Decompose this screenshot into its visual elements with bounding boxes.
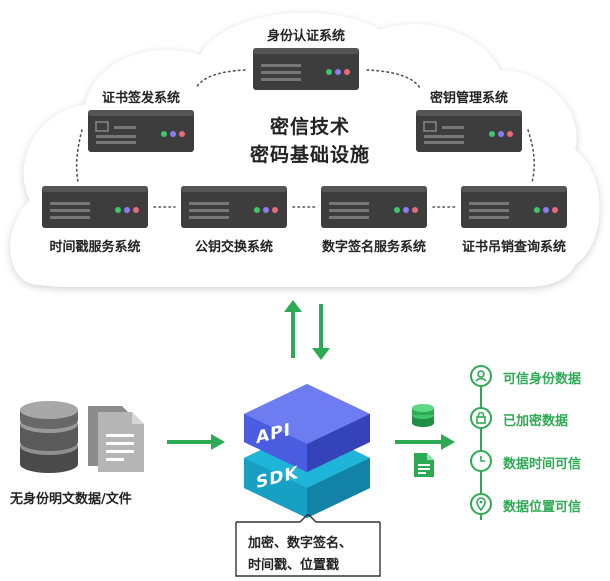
output-arrow: [395, 434, 455, 450]
green-database-icon: [412, 404, 434, 427]
key-mgmt-system-label: 密钥管理系统: [429, 91, 508, 106]
identity-system-label: 身份认证系统: [266, 29, 345, 44]
output-label-encrypted: 已加密数据: [503, 414, 569, 429]
functions-line1: 加密、数字签名、: [248, 536, 353, 551]
api-sdk-stack: [244, 384, 370, 518]
cloud-title-line2: 密码基础设施: [249, 144, 370, 166]
output-label-trusted-identity: 可信身份数据: [503, 372, 582, 387]
digital-sign-system-label: 数字签名服务系统: [321, 240, 426, 255]
key-exchange-system-label: 公钥交换系统: [194, 240, 273, 255]
server-connectors: [75, 69, 536, 208]
timestamp-system-label: 时间戳服务系统: [49, 240, 141, 255]
lock-icon: [470, 407, 492, 429]
identity-server-icon: [253, 48, 359, 90]
input-arrow: [167, 434, 225, 450]
key-exchange-server-icon: [181, 186, 287, 228]
outputs-timeline-line: [480, 370, 482, 520]
key-mgmt-server-icon: [416, 110, 522, 152]
clock-icon: [470, 450, 492, 472]
location-icon: [470, 493, 492, 515]
cloud-title-line1: 密信技术: [269, 116, 350, 138]
functions-bracket: [235, 514, 381, 577]
cert-revoke-system-label: 证书吊销查询系统: [461, 240, 566, 255]
timestamp-server-icon: [42, 186, 148, 228]
cloud-exchange-arrows: [284, 300, 330, 360]
documents-icon: [88, 406, 144, 472]
cert-revoke-server-icon: [461, 186, 567, 228]
output-label-time-trusted: 数据时间可信: [503, 457, 582, 472]
cert-issue-server-icon: [88, 110, 194, 152]
functions-line2: 时间戳、位置戳: [248, 558, 340, 573]
output-label-location-trusted: 数据位置可信: [503, 500, 582, 515]
cert-issue-system-label: 证书签发系统: [101, 91, 180, 106]
input-data-label: 无身份明文数据/文件: [10, 492, 132, 507]
database-icon: [20, 401, 78, 473]
user-icon: [470, 365, 492, 387]
cloud-shape: [10, 12, 600, 288]
digital-sign-server-icon: [321, 186, 427, 228]
green-document-icon: [414, 453, 434, 477]
